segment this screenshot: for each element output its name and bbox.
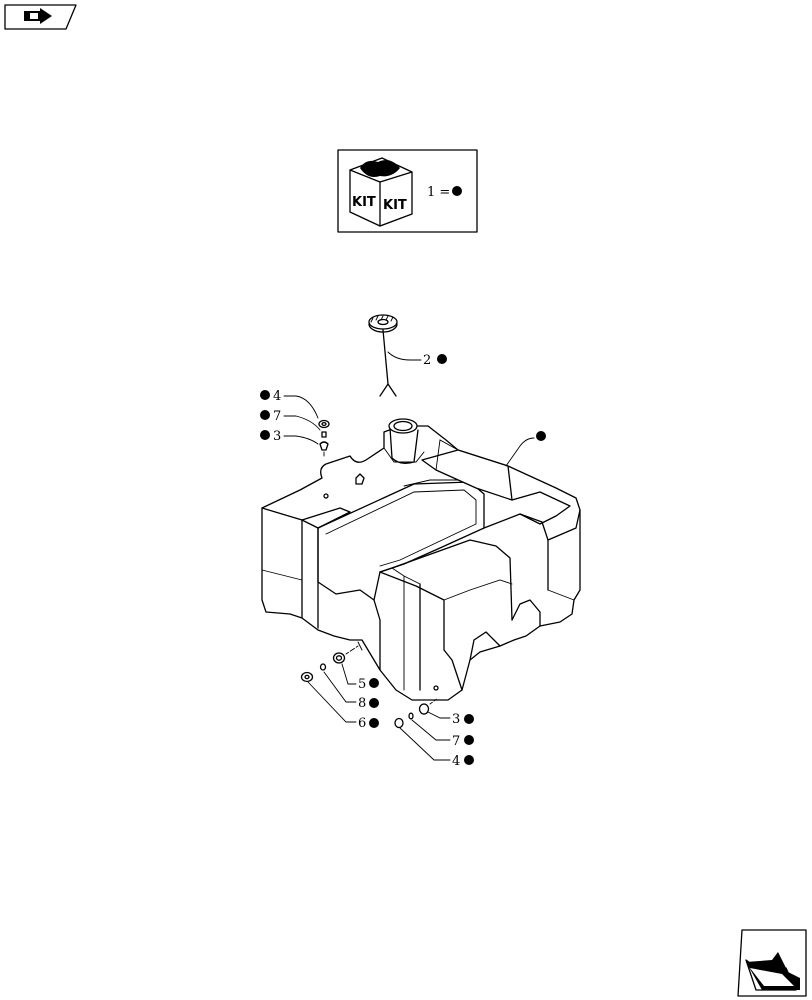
kit-legend-frame bbox=[337, 149, 478, 233]
svg-text:2: 2 bbox=[423, 353, 431, 368]
callout-4-upper: 4 bbox=[260, 389, 319, 419]
callout-7-lower: 7 bbox=[411, 719, 474, 749]
callout-2: 2 bbox=[387, 351, 447, 368]
svg-text:4: 4 bbox=[273, 389, 281, 404]
fittings-upper-left bbox=[318, 419, 330, 457]
callout-4-lower: 4 bbox=[399, 727, 474, 769]
callout-3-upper: 3 bbox=[260, 429, 319, 445]
fuel-level-sender bbox=[368, 314, 398, 397]
kit-legend: KIT KIT 1 = bbox=[337, 149, 478, 233]
svg-text:8: 8 bbox=[358, 696, 366, 711]
fuel-tank bbox=[261, 418, 581, 701]
svg-text:4: 4 bbox=[452, 754, 460, 769]
callout-8: 8 bbox=[323, 671, 379, 711]
callout-5: 5 bbox=[341, 663, 379, 692]
kit-equation: 1 = bbox=[427, 185, 450, 200]
svg-text:6: 6 bbox=[358, 716, 366, 731]
kit-marker-dot bbox=[452, 186, 462, 196]
kit-box-icon: KIT KIT bbox=[349, 157, 413, 227]
kit-word-left: KIT bbox=[352, 195, 376, 210]
kit-word-right: KIT bbox=[383, 198, 407, 213]
callout-1 bbox=[505, 431, 546, 467]
callout-3-lower: 3 bbox=[427, 711, 474, 727]
svg-text:3: 3 bbox=[273, 429, 281, 444]
fittings-lower-left bbox=[300, 645, 359, 683]
svg-text:5: 5 bbox=[358, 677, 366, 692]
previous-page-icon[interactable] bbox=[4, 4, 77, 30]
svg-text:7: 7 bbox=[273, 409, 281, 424]
fittings-lower-right bbox=[394, 697, 439, 729]
svg-text:7: 7 bbox=[452, 734, 460, 749]
svg-text:3: 3 bbox=[452, 712, 460, 727]
next-page-icon[interactable] bbox=[737, 929, 807, 997]
callout-7-upper: 7 bbox=[260, 409, 321, 431]
callout-6: 6 bbox=[307, 681, 379, 731]
